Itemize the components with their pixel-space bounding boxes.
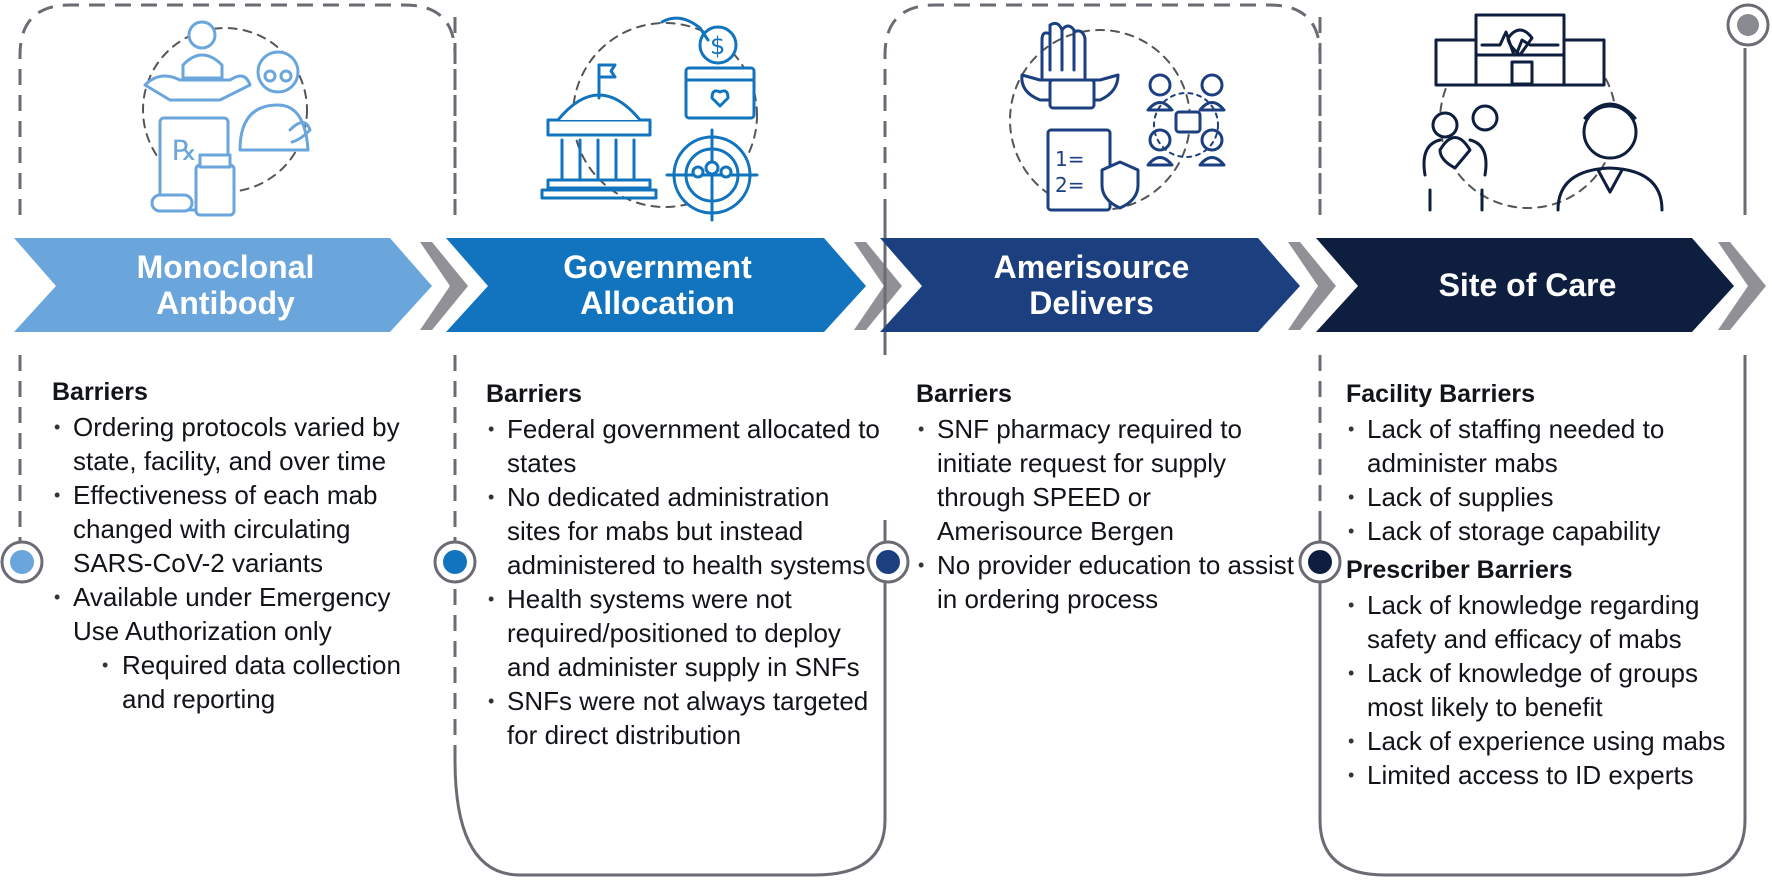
chevron-arrow-site-of-care (1316, 238, 1766, 332)
barriers-heading: Barriers (916, 380, 1012, 408)
chevron-arrow-amerisource (880, 238, 1336, 332)
svg-text:2=: 2= (1055, 173, 1084, 197)
barrier-item: No provider education to assist in order… (916, 548, 1296, 616)
barrier-list: Federal government allocated to states N… (486, 412, 884, 752)
patient-care-prescription-icon: ℞ (142, 20, 312, 217)
stage-frame-monoclonal (18, 3, 457, 760)
barrier-item: SNF pharmacy required to initiate reques… (916, 412, 1296, 548)
barrier-item: No dedicated administration sites for ma… (486, 480, 884, 582)
barrier-item: Lack of staffing needed to administer ma… (1346, 412, 1731, 480)
timeline-node-4 (1298, 540, 1342, 584)
barrier-item: Ordering protocols varied by state, faci… (52, 410, 437, 478)
barrier-item: Lack of knowledge of groups most likely … (1346, 656, 1731, 724)
chevron-arrow-monoclonal (14, 238, 468, 332)
supply-delivery-icon: 1= 2= (1009, 21, 1226, 212)
hospital-care-icon (1422, 13, 1664, 212)
barriers-column-site-of-care: Facility Barriers Lack of staffing neede… (1346, 378, 1731, 792)
prescriber-barriers-heading: Prescriber Barriers (1346, 556, 1573, 584)
barrier-item: Lack of storage capability (1346, 514, 1731, 548)
stage-frame-site-of-care (1318, 48, 1747, 877)
barrier-list: Lack of staffing needed to administer ma… (1346, 412, 1731, 548)
stage-title-monoclonal-antibody: Monoclonal Antibody (136, 249, 315, 321)
barrier-item: Lack of experience using mabs (1346, 724, 1731, 758)
chevron-arrow-government (446, 238, 902, 332)
svg-text:1=: 1= (1055, 147, 1084, 171)
timeline-node-end (1726, 3, 1770, 47)
government-funding-icon: $ (540, 16, 759, 222)
stage-frame-amerisource (883, 3, 1322, 520)
barriers-column-government: Barriers Federal government allocated to… (486, 378, 884, 752)
barrier-item: Effectiveness of each mab changed with c… (52, 478, 437, 580)
barrier-item: Lack of knowledge regarding safety and e… (1346, 588, 1731, 656)
stage-title-site-of-care: Site of Care (1438, 267, 1617, 303)
barrier-item: Health systems were not required/positio… (486, 582, 884, 684)
barrier-item: Federal government allocated to states (486, 412, 884, 480)
stage-title-amerisource-delivers: Amerisource Delivers (993, 249, 1190, 321)
barrier-list: Lack of knowledge regarding safety and e… (1346, 588, 1731, 792)
barrier-item: SNFs were not always targeted for direct… (486, 684, 884, 752)
barriers-column-amerisource: Barriers SNF pharmacy required to initia… (916, 378, 1296, 616)
barrier-item: Available under Emergency Use Authorizat… (52, 580, 437, 648)
svg-text:℞: ℞ (172, 134, 197, 167)
barriers-heading: Barriers (486, 380, 582, 408)
stage-title-government-allocation: Government Allocation (563, 249, 752, 321)
barriers-column-monoclonal: Barriers Ordering protocols varied by st… (52, 376, 437, 716)
timeline-node-2 (433, 540, 477, 584)
svg-text:$: $ (710, 32, 725, 60)
facility-barriers-heading: Facility Barriers (1346, 380, 1535, 408)
barrier-list: Ordering protocols varied by state, faci… (52, 410, 437, 716)
barriers-heading: Barriers (52, 378, 148, 406)
barrier-item: Lack of supplies (1346, 480, 1731, 514)
timeline-node-1 (0, 540, 44, 584)
barrier-list: SNF pharmacy required to initiate reques… (916, 412, 1296, 616)
barrier-sub-item: Required data collection and reporting (52, 648, 437, 716)
barrier-item: Limited access to ID experts (1346, 758, 1731, 792)
